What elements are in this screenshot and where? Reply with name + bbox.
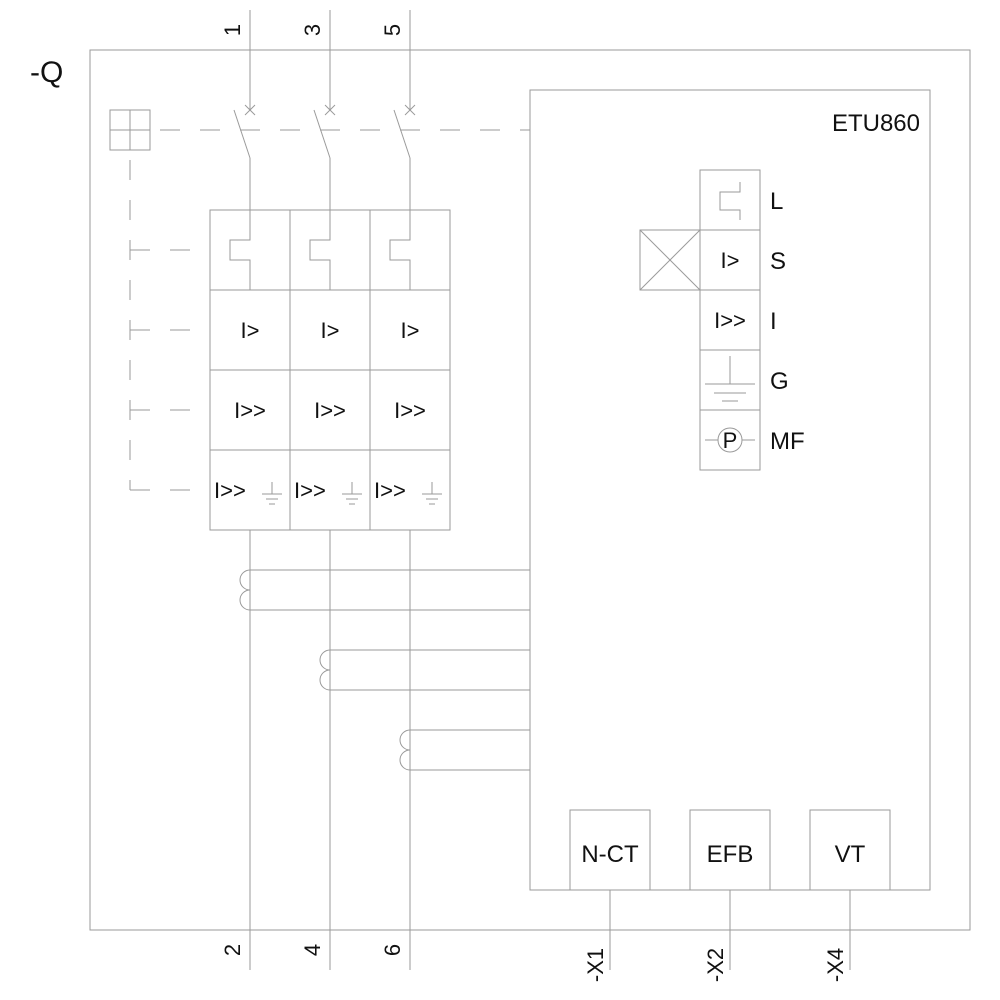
- grid-cell-earth-fault: I>>: [209, 449, 291, 531]
- grid-cell-frame: [289, 449, 371, 531]
- module-box: [689, 809, 771, 891]
- top-terminal-label: 1: [220, 24, 245, 36]
- function-MF: P MF: [699, 409, 805, 471]
- grid-cell-label: I>>: [294, 478, 326, 503]
- protection-grid: I> I> I> I>> I>> I>> I>> I>> I>>: [209, 209, 451, 531]
- indicator-cross-icon: [639, 229, 701, 291]
- grid-cell-frame: [209, 289, 291, 371]
- module-box: [569, 809, 651, 891]
- grid-cell-label: I>: [241, 318, 260, 343]
- function-code: MF: [770, 428, 805, 455]
- switch-blade: [313, 109, 331, 159]
- grid-cell-earth-fault: I>>: [289, 449, 371, 531]
- contact-mark: [324, 104, 336, 116]
- current-transformers: [239, 569, 530, 771]
- module-vt: VT -X4: [809, 809, 891, 982]
- mechanical-linkage: [129, 129, 530, 491]
- trip-unit-modules: N-CT -X1 EFB -X2 VT -X4: [569, 809, 891, 982]
- top-terminal-label: 3: [300, 24, 325, 36]
- ct-coil-icon: [399, 729, 411, 771]
- trip-unit-functions: L I> S I>> I G P MF: [699, 169, 805, 471]
- module-terminal-label: -X1: [583, 948, 608, 982]
- function-cell: [699, 169, 761, 231]
- grid-cell-thermal: [369, 209, 451, 291]
- grid-cell-label: I>: [401, 318, 420, 343]
- thermal-release-icon: [309, 210, 331, 290]
- contact-mark: [244, 104, 256, 116]
- grid-cell-thermal: [209, 209, 291, 291]
- top-terminal-label: 5: [380, 24, 405, 36]
- module-terminal-label: -X2: [703, 948, 728, 982]
- grid-cell-short-circuit: I>>: [209, 369, 291, 451]
- grid-cell-short-circuit: I>>: [369, 369, 451, 451]
- function-symbol: I>: [721, 248, 740, 273]
- grid-cell-earth-fault: I>>: [369, 449, 451, 531]
- grid-cell-frame: [369, 289, 451, 371]
- grid-cell-frame: [209, 449, 291, 531]
- current-transformer-2: [319, 649, 530, 691]
- function-S: I> S: [699, 229, 786, 291]
- long-time-delay-icon: [719, 182, 741, 220]
- grid-cell-short-circuit: I>>: [289, 369, 371, 451]
- grid-cell-overcurrent: I>: [369, 289, 451, 371]
- grid-cell-label: I>>: [374, 478, 406, 503]
- power-meter-label: P: [723, 428, 738, 453]
- switch-blade: [233, 109, 251, 159]
- thermal-release-icon: [229, 210, 251, 290]
- grid-cell-frame: [289, 289, 371, 371]
- ct-coil-icon: [319, 649, 331, 691]
- function-code: S: [770, 248, 786, 275]
- grid-cell-frame: [369, 449, 451, 531]
- grid-cell-label: I>>: [234, 398, 266, 423]
- grid-cell-frame: [369, 369, 451, 451]
- trip-unit-name: ETU860: [832, 110, 920, 137]
- module-n-ct: N-CT -X1: [569, 809, 651, 982]
- pole-1: 12: [220, 10, 256, 970]
- ct-coil-icon: [239, 569, 251, 611]
- function-code: L: [770, 188, 783, 215]
- grid-cell-label: I>>: [314, 398, 346, 423]
- function-symbol: I>>: [714, 308, 746, 333]
- function-code: I: [770, 308, 777, 335]
- contact-mark: [404, 104, 416, 116]
- bottom-terminal-label: 2: [220, 944, 245, 956]
- function-code: G: [770, 368, 789, 395]
- pole-2: 34: [300, 10, 336, 970]
- module-label: N-CT: [581, 841, 639, 868]
- module-terminal-label: -X4: [823, 948, 848, 982]
- breaker-frame: [89, 49, 971, 931]
- grid-cell-label: I>>: [214, 478, 246, 503]
- operating-mechanism-icon: [109, 109, 151, 151]
- bottom-terminal-label: 6: [380, 944, 405, 956]
- power-meter-icon: [717, 427, 743, 453]
- function-cell: [699, 229, 761, 291]
- thermal-release-icon: [389, 210, 411, 290]
- grid-cell-label: I>>: [394, 398, 426, 423]
- switch-blade: [393, 109, 411, 159]
- module-label: EFB: [707, 841, 754, 868]
- current-transformer-1: [239, 569, 530, 611]
- module-label: VT: [835, 841, 866, 868]
- function-G: G: [699, 349, 789, 411]
- current-transformer-3: [399, 729, 530, 771]
- grid-cell-overcurrent: I>: [289, 289, 371, 371]
- grid-cell-overcurrent: I>: [209, 289, 291, 371]
- grid-cell-thermal: [289, 209, 371, 291]
- bottom-terminal-label: 4: [300, 944, 325, 956]
- grid-cell-label: I>: [321, 318, 340, 343]
- device-tag: -Q: [30, 56, 63, 89]
- module-efb: EFB -X2: [689, 809, 771, 982]
